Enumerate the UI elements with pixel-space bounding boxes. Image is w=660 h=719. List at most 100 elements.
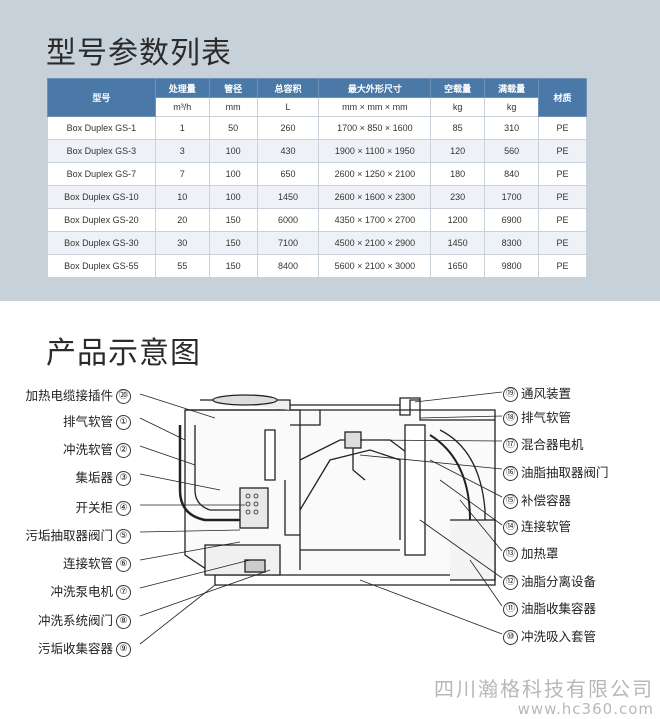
spec-header-row: 型号 处理量 管径 总容积 最大外形尺寸 空载量 满载量 材质 (47, 78, 587, 117)
model-cell: Box Duplex GS-30 (47, 231, 156, 255)
table-cell: 7100 (256, 231, 320, 255)
table-cell: PE (538, 139, 587, 163)
table-cell: 4350 × 1700 × 2700 (318, 208, 432, 232)
table-cell: 1 (154, 116, 210, 140)
header-empty-weight: 空载量 (430, 78, 486, 98)
table-cell: 1900 × 1100 × 1950 (318, 139, 432, 163)
table-cell: 6000 (256, 208, 320, 232)
table-cell: PE (538, 208, 587, 232)
table-cell: 10 (154, 185, 210, 209)
watermark: 四川瀚格科技有限公司 www.hc360.com (434, 673, 654, 718)
watermark-company: 四川瀚格科技有限公司 (434, 677, 654, 701)
table-cell: 1200 (430, 208, 486, 232)
model-cell: Box Duplex GS-3 (47, 139, 156, 163)
header-full-weight: 满载量 (484, 78, 540, 98)
diagram-title: 产品示意图 (46, 336, 201, 371)
table-cell: 55 (154, 254, 210, 278)
table-cell: 20 (154, 208, 210, 232)
table-cell: 30 (154, 231, 210, 255)
table-cell: 230 (430, 185, 486, 209)
model-cell: Box Duplex GS-20 (47, 208, 156, 232)
table-cell: 5600 × 2100 × 3000 (318, 254, 432, 278)
table-cell: 650 (256, 162, 320, 186)
header-pipe-diameter: 管径 (208, 78, 258, 98)
table-cell: 2600 × 1600 × 2300 (318, 185, 432, 209)
watermark-url: www.hc360.com (517, 700, 654, 718)
model-cell: Box Duplex GS-1 (47, 116, 156, 140)
table-cell: 180 (430, 162, 486, 186)
table-cell: 310 (484, 116, 540, 140)
product-diagram (139, 391, 503, 645)
spec-table-title: 型号参数列表 (46, 36, 232, 71)
table-cell: 50 (208, 116, 258, 140)
table-cell: 3 (154, 139, 210, 163)
table-cell: 100 (208, 139, 258, 163)
table-cell: 560 (484, 139, 540, 163)
table-cell: 150 (208, 208, 258, 232)
unit-cell: kg (484, 97, 540, 117)
table-cell: PE (538, 185, 587, 209)
model-cell: Box Duplex GS-10 (47, 185, 156, 209)
unit-cell: m³/h (154, 97, 210, 117)
table-cell: 1700 × 850 × 1600 (318, 116, 432, 140)
table-cell: 100 (208, 162, 258, 186)
unit-cell: mm × mm × mm (318, 97, 432, 117)
table-cell: 6900 (484, 208, 540, 232)
model-cell: Box Duplex GS-55 (47, 254, 156, 278)
table-cell: 150 (208, 254, 258, 278)
table-cell: 8300 (484, 231, 540, 255)
table-cell: 9800 (484, 254, 540, 278)
table-cell: PE (538, 231, 587, 255)
table-cell: 85 (430, 116, 486, 140)
table-cell: 1650 (430, 254, 486, 278)
table-cell: 1450 (256, 185, 320, 209)
table-cell: 1700 (484, 185, 540, 209)
table-cell: 150 (208, 231, 258, 255)
table-cell: 7 (154, 162, 210, 186)
table-cell: 120 (430, 139, 486, 163)
table-cell: 1450 (430, 231, 486, 255)
table-cell: 2600 × 1250 × 2100 (318, 162, 432, 186)
unit-cell: L (256, 97, 320, 117)
header-capacity: 处理量 (154, 78, 210, 98)
table-cell: 430 (256, 139, 320, 163)
header-max-dimensions: 最大外形尺寸 (318, 78, 432, 98)
header-model: 型号 (47, 78, 156, 117)
table-cell: PE (538, 162, 587, 186)
table-cell: 100 (208, 185, 258, 209)
model-cell: Box Duplex GS-7 (47, 162, 156, 186)
unit-cell: mm (208, 97, 258, 117)
unit-cell: kg (430, 97, 486, 117)
table-cell: PE (538, 254, 587, 278)
table-cell: 4500 × 2100 × 2900 (318, 231, 432, 255)
header-total-volume: 总容积 (256, 78, 320, 98)
table-cell: 8400 (256, 254, 320, 278)
header-material: 材质 (538, 78, 587, 117)
